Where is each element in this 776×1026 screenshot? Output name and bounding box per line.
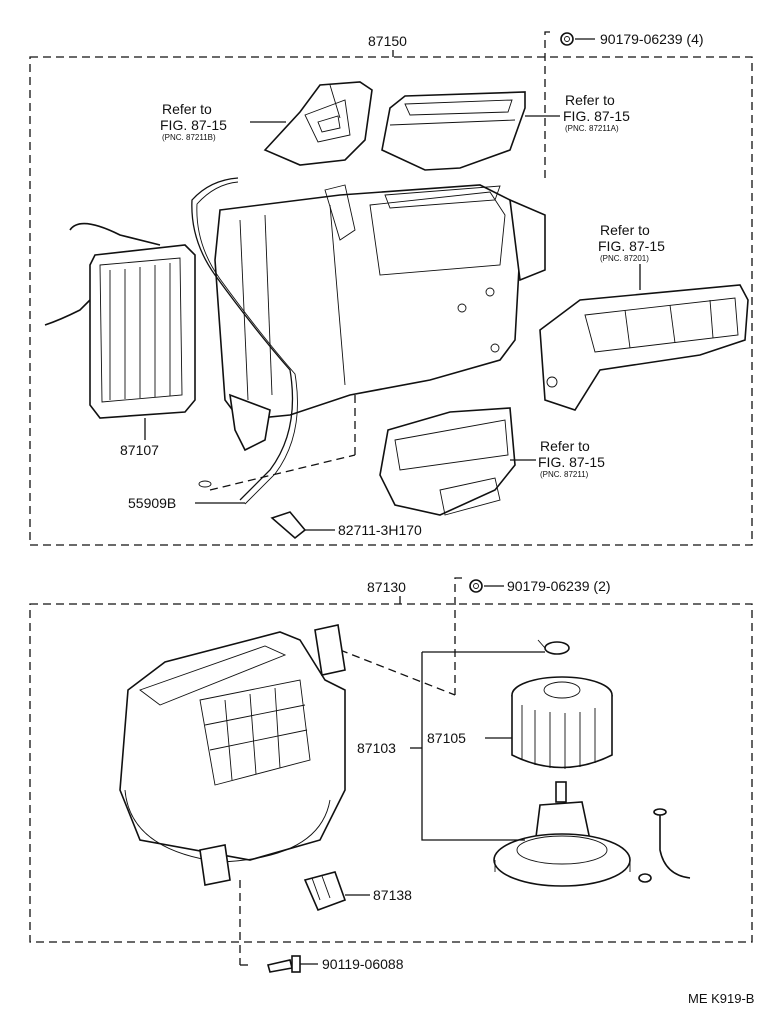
duct-87211 bbox=[379, 407, 516, 516]
heater-core bbox=[44, 222, 196, 419]
clamp-icon bbox=[270, 511, 307, 540]
ref-3-line1: Refer to bbox=[600, 222, 650, 238]
duct-87211b bbox=[263, 81, 373, 166]
top-clip-part: 90179-06239 (4) bbox=[600, 31, 704, 47]
clamp-number: 82711-3H170 bbox=[338, 522, 422, 538]
fan-icon bbox=[511, 676, 613, 769]
clip-icon bbox=[560, 32, 574, 46]
vent-hose-icon bbox=[638, 808, 691, 883]
motor-clamp-icon bbox=[537, 639, 570, 655]
ref-2-line2: FIG. 87-15 bbox=[563, 108, 630, 124]
ref-4-line2: FIG. 87-15 bbox=[538, 454, 605, 470]
ref-1-pnc: (PNC. 87211B) bbox=[162, 133, 216, 142]
duct-87211a bbox=[381, 91, 526, 171]
hose-number: 55909B bbox=[128, 495, 176, 511]
ref-3-pnc: (PNC. 87201) bbox=[600, 254, 649, 263]
ref-4-line1: Refer to bbox=[540, 438, 590, 454]
clip-icon-2 bbox=[469, 579, 483, 593]
ref-2-pnc: (PNC. 87211A) bbox=[565, 124, 619, 133]
drawing-code: ME K919-B bbox=[688, 991, 754, 1006]
ref-4-pnc: (PNC. 87211) bbox=[540, 470, 589, 479]
top-assembly-number: 87150 bbox=[368, 33, 407, 49]
heater-core-number: 87107 bbox=[120, 442, 159, 458]
resistor-number: 87138 bbox=[373, 887, 412, 903]
duct-87201 bbox=[539, 284, 749, 411]
screw-icon bbox=[266, 955, 301, 973]
bottom-assembly-number: 87130 bbox=[367, 579, 406, 595]
resistor-icon bbox=[303, 871, 347, 912]
motor-assy-number: 87103 bbox=[357, 740, 396, 756]
blower-case bbox=[119, 624, 346, 886]
bottom-group-frame bbox=[29, 603, 753, 943]
ref-1-line1: Refer to bbox=[162, 101, 212, 117]
bottom-clip-part: 90179-06239 (2) bbox=[507, 578, 611, 594]
ref-1-line2: FIG. 87-15 bbox=[160, 117, 227, 133]
screw-number: 90119-06088 bbox=[322, 956, 404, 972]
hose-line bbox=[191, 177, 294, 501]
ref-2-line1: Refer to bbox=[565, 92, 615, 108]
heater-case bbox=[214, 184, 546, 452]
ref-3-line2: FIG. 87-15 bbox=[598, 238, 665, 254]
top-group-frame bbox=[29, 56, 753, 546]
fan-number: 87105 bbox=[427, 730, 466, 746]
motor-icon bbox=[493, 781, 631, 887]
hose-clip-icon bbox=[198, 480, 212, 488]
